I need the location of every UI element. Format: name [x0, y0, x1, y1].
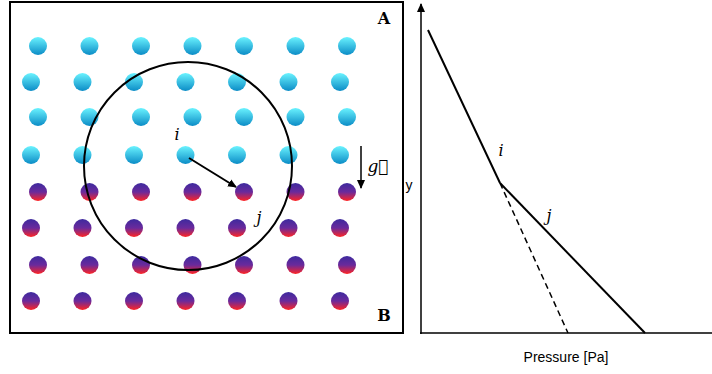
corner-label: A	[378, 11, 390, 27]
cutoff-circle	[84, 62, 292, 270]
axis-title: Pressure [Pa]	[524, 350, 609, 364]
particles	[22, 37, 356, 310]
line-label: i	[498, 143, 503, 159]
pair-arrow	[189, 158, 236, 187]
pressure-line	[428, 30, 500, 183]
x-axis	[420, 332, 712, 334]
particle-label: i	[174, 127, 179, 143]
particle-label: j	[257, 210, 262, 226]
axis-label: y	[406, 178, 413, 192]
gravity-label: g⃗	[367, 158, 388, 175]
corner-label: B	[377, 308, 391, 324]
gravity-arrow	[360, 146, 362, 188]
extrapolated-line	[500, 183, 568, 333]
box-frame	[10, 2, 403, 333]
line-label: j	[547, 208, 552, 224]
pressure-line	[500, 183, 645, 333]
y-axis	[420, 4, 422, 334]
